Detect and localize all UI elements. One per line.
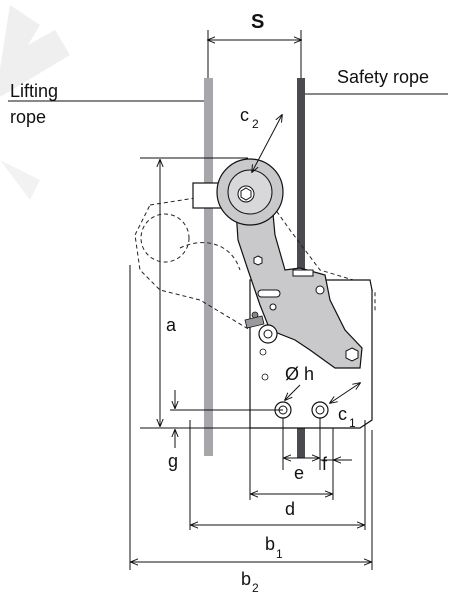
label-lifting-rope-1: Lifting (10, 81, 59, 101)
dim-c1 (330, 383, 360, 403)
hex-bolt-right (345, 347, 359, 362)
label-c1-sub: 1 (349, 416, 356, 430)
lifting-rope (204, 78, 213, 456)
label-c2-sub: 2 (252, 117, 259, 131)
label-b2: b (241, 569, 252, 589)
label-safety-rope: Safety rope (337, 67, 430, 87)
label-b1: b (265, 534, 276, 554)
dim-c2 (252, 115, 282, 172)
label-c1: c (338, 404, 347, 424)
label-lifting-rope-2: rope (10, 107, 47, 127)
label-d: d (285, 499, 296, 519)
label-a: a (166, 315, 177, 335)
label-b1-sub: 1 (276, 547, 283, 561)
label-e: e (294, 463, 305, 483)
watermark-arrow (0, 5, 70, 97)
label-b2-sub: 2 (252, 581, 259, 595)
label-hole-diameter: Ø h (285, 364, 315, 384)
label-c2: c (240, 105, 249, 125)
label-s: S (251, 11, 265, 33)
label-g: g (168, 451, 179, 471)
label-f: f (322, 454, 328, 474)
